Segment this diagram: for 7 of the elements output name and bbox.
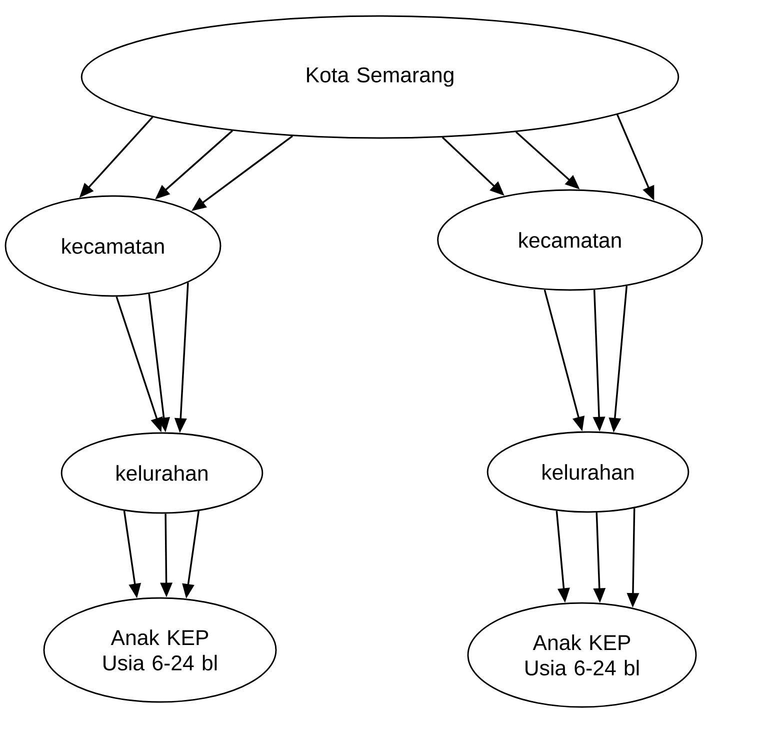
ellipse-node: kecamatan — [437, 189, 703, 291]
ellipse-node: Kota Semarang — [80, 15, 680, 139]
ellipse-node: kelurahan — [60, 432, 264, 514]
ellipse-node: kecamatan — [4, 195, 222, 297]
ellipse-node: Anak KEP Usia 6-24 bl — [43, 597, 277, 703]
ellipse-node: Anak KEP Usia 6-24 bl — [467, 602, 697, 708]
ellipse-node: kelurahan — [486, 431, 690, 513]
